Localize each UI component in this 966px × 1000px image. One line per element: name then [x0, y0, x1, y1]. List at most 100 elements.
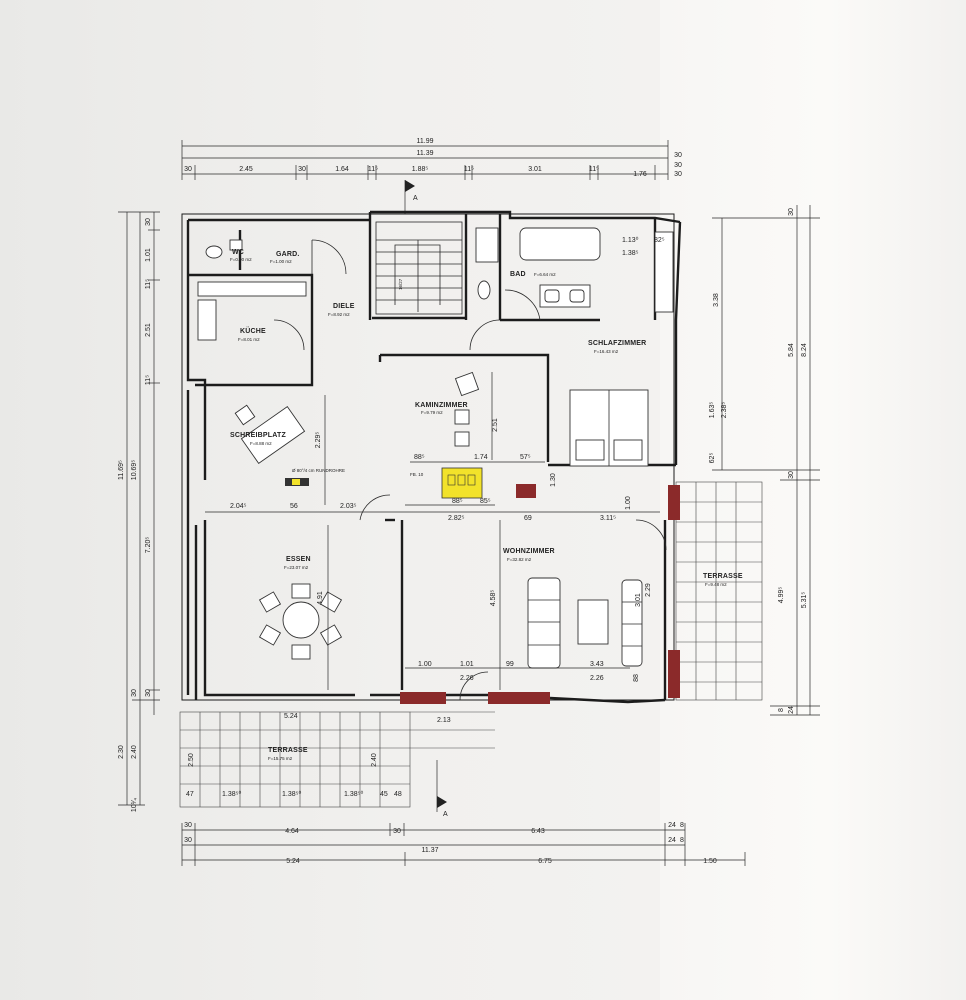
- dim-left-seg: 7.20⁵: [145, 537, 152, 554]
- bottom-dimension-chain: 30 4.64 30 6.43 24 8 30 11.37 24 8 5.24 …: [181, 822, 746, 866]
- dim-interior: 1.00: [625, 496, 632, 510]
- chimney-note: Ø 80°/4 cm RUNDROHRE: [292, 468, 345, 473]
- dim-right-seg: 30: [788, 208, 795, 216]
- dim-bottom-seg: 24: [668, 822, 676, 829]
- dim-interior: 2.04⁵: [230, 503, 247, 510]
- dim-right-seg: 1.63⁵: [709, 402, 716, 419]
- dim-right-outer: 8.24: [801, 343, 808, 357]
- dim-interior: 1.00: [418, 661, 432, 668]
- dim-bottom-seg: 30: [393, 828, 401, 835]
- dim-right-seg: 62⁵: [709, 453, 716, 464]
- dim-left-seg: 11⁵: [145, 375, 152, 385]
- dim-bottom-r2: 24: [668, 837, 676, 844]
- dim-left-seg: 2.51: [145, 323, 152, 337]
- paper-sheet-right: [660, 0, 966, 1000]
- dim-interior: 3.01: [635, 593, 642, 607]
- terrace-south-tiles: [179, 711, 495, 808]
- room-wc-name: WC: [232, 249, 244, 256]
- dim-interior: 5.24: [284, 713, 298, 720]
- room-schreibplatz-name: SCHREIBPLATZ: [230, 432, 286, 439]
- dim-right-mid: 5.84: [788, 343, 795, 357]
- furniture-bedroom: [569, 231, 674, 467]
- dim-interior: 3.43: [590, 661, 604, 668]
- dim-interior: 2.03⁵: [340, 503, 357, 510]
- left-dimension-chain: 11.69⁵ 10.69⁵ 30 1.01 11⁵ 2.51 11⁵ 7.20⁵…: [118, 211, 160, 812]
- dim-top-seg: 1.64: [335, 166, 349, 173]
- dim-interior: 88⁵: [452, 498, 463, 505]
- dim-bottom-r3: 5.24: [286, 858, 300, 865]
- dim-top-seg: 11⁵: [368, 166, 378, 173]
- staircase: 16/27: [375, 221, 463, 315]
- room-gard-area: F=1.00 m2: [270, 259, 292, 264]
- dim-left-seg: 30: [145, 689, 152, 697]
- room-bad-area: F=6.64 m2: [534, 272, 556, 277]
- interior-dimensions: 1.13⁰ 1.38⁵ 82⁵ 2.29⁵ 2.51 88⁵ 1.74 57⁵ …: [186, 236, 665, 798]
- dim-bottom-seg: 6.43: [531, 828, 545, 835]
- room-essen-name: ESSEN: [286, 556, 311, 563]
- dim-interior: 2.50: [188, 753, 195, 767]
- dim-top-right-b: 30: [674, 162, 682, 169]
- dim-top-right-a: 30: [674, 152, 682, 159]
- dim-interior: 3.11⁵: [600, 515, 616, 522]
- brick-pillar-east: [668, 485, 680, 520]
- dim-right-seg: 3.38: [713, 293, 720, 307]
- room-kaminzimmer-name: KAMINZIMMER: [415, 402, 468, 409]
- furniture-desk: [234, 404, 306, 464]
- dim-interior: 1.01: [460, 661, 474, 668]
- chimney-brick: [516, 484, 536, 498]
- dim-interior: 2.82⁵: [448, 515, 465, 522]
- dim-top-seg: 30: [184, 166, 192, 173]
- dim-interior: 57⁵: [520, 454, 531, 461]
- dim-interior: 1.38⁵⁰: [282, 790, 302, 798]
- dim-interior: 4.58⁵: [490, 590, 497, 607]
- dim-top-seg: 2.45: [239, 166, 253, 173]
- furniture-living: [527, 577, 643, 669]
- dim-right-seg: 2.38⁵: [721, 402, 728, 419]
- dim-top-seg: 11⁵: [464, 166, 474, 173]
- dim-interior: 1.74: [474, 454, 488, 461]
- section-marker-label: A: [443, 811, 448, 818]
- interior-walls: [186, 212, 676, 695]
- dim-bottom-total: 11.37: [422, 847, 439, 854]
- section-marker-label: A: [413, 195, 418, 202]
- dim-interior: 1.30: [550, 473, 557, 487]
- room-gard-name: GARD.: [276, 251, 300, 258]
- dim-interior: 1.13⁰: [622, 236, 639, 244]
- dim-bottom-r2: 8: [680, 837, 684, 844]
- dim-interior: 45: [380, 791, 388, 798]
- room-kaminzimmer-area: F=9.79 m2: [421, 410, 443, 415]
- dim-bottom-seg: 8: [680, 822, 684, 829]
- brick-pillar: [400, 692, 446, 704]
- dim-interior: 56: [290, 503, 298, 510]
- dim-left-outer: 11.69⁵: [118, 460, 125, 480]
- dim-top-seg: 30: [674, 171, 682, 178]
- furniture-kaminzimmer: [454, 371, 480, 447]
- right-dimension-chain: 3.38 1.63⁵ 2.38⁵ 62⁵ 30 30 5.84 8.24 4.9…: [709, 205, 820, 716]
- dim-top-seg: 1.88⁵: [412, 166, 429, 173]
- dim-interior: 82⁵: [654, 237, 665, 244]
- dim-interior: 88: [633, 674, 640, 682]
- dim-left-lower: 10¹⁄₄: [131, 798, 138, 812]
- fireplace-highlight: [441, 467, 483, 499]
- room-terrasse-east-name: TERRASSE: [703, 573, 743, 580]
- brick-pillar-east: [668, 650, 680, 698]
- dim-left-seg: 30: [131, 689, 138, 697]
- dim-second-top: 11.39: [417, 150, 434, 157]
- dim-interior: 2.29: [645, 583, 652, 597]
- room-bad-name: BAD: [510, 271, 526, 278]
- section-marker-bottom: A: [436, 760, 448, 818]
- dim-top-seg: 1.76: [633, 171, 647, 178]
- dim-left-lower: 2.30: [118, 745, 125, 759]
- room-diele-name: DIELE: [333, 303, 355, 310]
- dim-interior: 2.13: [437, 717, 451, 724]
- dim-interior: 47: [186, 791, 194, 798]
- room-diele-area: F=8.92 m2: [328, 312, 350, 317]
- room-kueche-area: F=8.01 m2: [238, 337, 260, 342]
- dim-interior: 69: [524, 515, 532, 522]
- dim-left-seg: 11⁵: [145, 279, 152, 289]
- room-labels: WC F=0.00 m2 GARD. F=1.00 m2 DIELE F=8.9…: [230, 249, 743, 761]
- dim-right-lower: 24: [788, 706, 795, 714]
- room-essen-area: F=23.07 m2: [284, 565, 309, 570]
- dim-bottom-r2-left: 30: [184, 837, 192, 844]
